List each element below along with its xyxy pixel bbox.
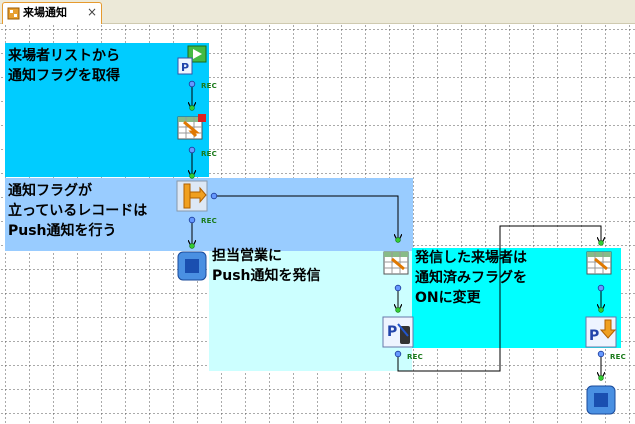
table-read-node[interactable] [176,112,208,144]
rec-label: REC [407,353,423,361]
end-node[interactable] [585,384,617,416]
push-send-icon: P [382,316,414,348]
table-update-icon: P [585,316,617,348]
table-read-icon [383,251,409,275]
group-push-text: 担当営業に Push通知を発信 [212,248,321,284]
tab-label: 来場通知 [23,6,67,19]
rec-label: REC [201,82,217,90]
group-update-flag-text: 発信した来場者は 通知済みフラグを ONに変更 [415,250,527,306]
rec-label: REC [610,353,626,361]
end-node[interactable] [176,250,208,282]
svg-text:P: P [589,328,599,344]
push-start-node[interactable]: P [176,44,208,76]
table-read-node[interactable] [585,247,617,279]
group-get-flag-text: 来場者リストから 通知フラグを取得 [8,48,120,84]
table-read-node[interactable] [382,247,414,279]
end-icon [586,385,616,415]
push-start-icon: P [177,45,207,75]
group-push [209,251,412,371]
end-icon [177,251,207,281]
flow-canvas[interactable]: 来場者リストから 通知フラグを取得 通知フラグが 立っているレコードは Push… [0,24,635,424]
group-get-flag [5,43,209,177]
branch-condition-icon [176,180,208,212]
table-update-node[interactable]: P [585,316,617,348]
close-icon[interactable]: × [87,5,98,19]
group-branch-text: 通知フラグが 立っているレコードは Push通知を行う [8,183,148,239]
svg-text:P: P [181,61,189,74]
tab-raijo-tsuchi[interactable]: 来場通知 × [2,2,102,24]
rec-label: REC [201,150,217,158]
branch-node[interactable] [176,180,208,212]
svg-text:P: P [387,324,397,340]
flow-document-icon [7,7,20,20]
table-read-icon [586,251,612,275]
push-send-node[interactable]: P [382,316,414,348]
table-read-icon [177,114,206,140]
tab-bar: 来場通知 × [0,0,635,24]
rec-label: REC [201,217,217,225]
